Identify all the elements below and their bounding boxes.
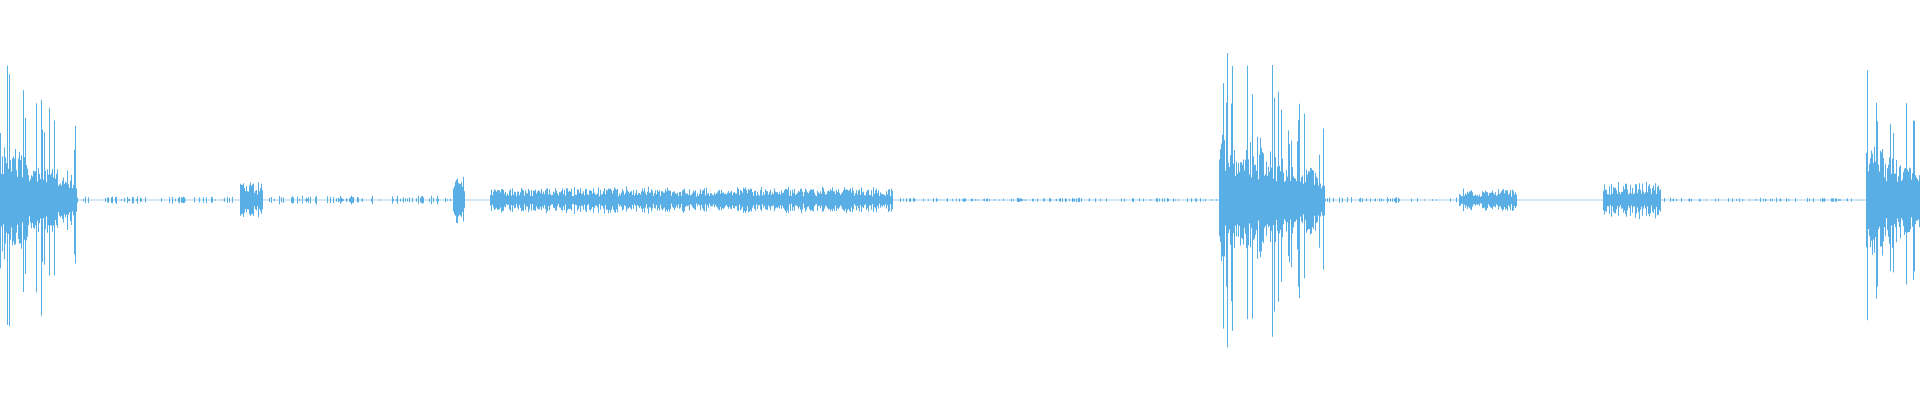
waveform-region-sustained-low-1 bbox=[490, 186, 893, 214]
waveform-region-quiet-2 bbox=[269, 195, 459, 205]
waveform-region-blip-4 bbox=[1603, 182, 1661, 220]
waveform-region-blip-3 bbox=[1459, 188, 1517, 212]
waveform-stroke bbox=[453, 176, 465, 224]
waveform-region-quiet-3 bbox=[900, 197, 1217, 203]
waveform-region-onset-cluster-middle bbox=[1219, 53, 1325, 348]
waveform-region-quiet-1 bbox=[77, 196, 233, 204]
waveform-region-blip-1 bbox=[240, 182, 263, 218]
waveform-region-onset-cluster-end bbox=[1866, 70, 1920, 321]
waveform-stroke bbox=[1664, 197, 1862, 203]
waveform-stroke bbox=[1459, 188, 1517, 212]
waveform-region-onset-cluster-start bbox=[0, 65, 77, 327]
waveform-stroke bbox=[1866, 70, 1920, 321]
waveform-stroke bbox=[1325, 197, 1457, 203]
waveform-region-blip-2 bbox=[453, 176, 465, 224]
waveform-stroke bbox=[490, 186, 893, 214]
waveform-stroke bbox=[240, 182, 263, 218]
waveform-region-quiet-4 bbox=[1325, 197, 1457, 203]
waveform-stroke bbox=[1219, 53, 1325, 348]
waveform-stroke bbox=[0, 65, 77, 327]
waveform-region-quiet-5 bbox=[1664, 197, 1862, 203]
waveform-stroke bbox=[1603, 182, 1661, 220]
waveform-stroke bbox=[900, 197, 1217, 203]
waveform-stroke bbox=[269, 195, 459, 205]
waveform-stroke bbox=[77, 196, 233, 204]
